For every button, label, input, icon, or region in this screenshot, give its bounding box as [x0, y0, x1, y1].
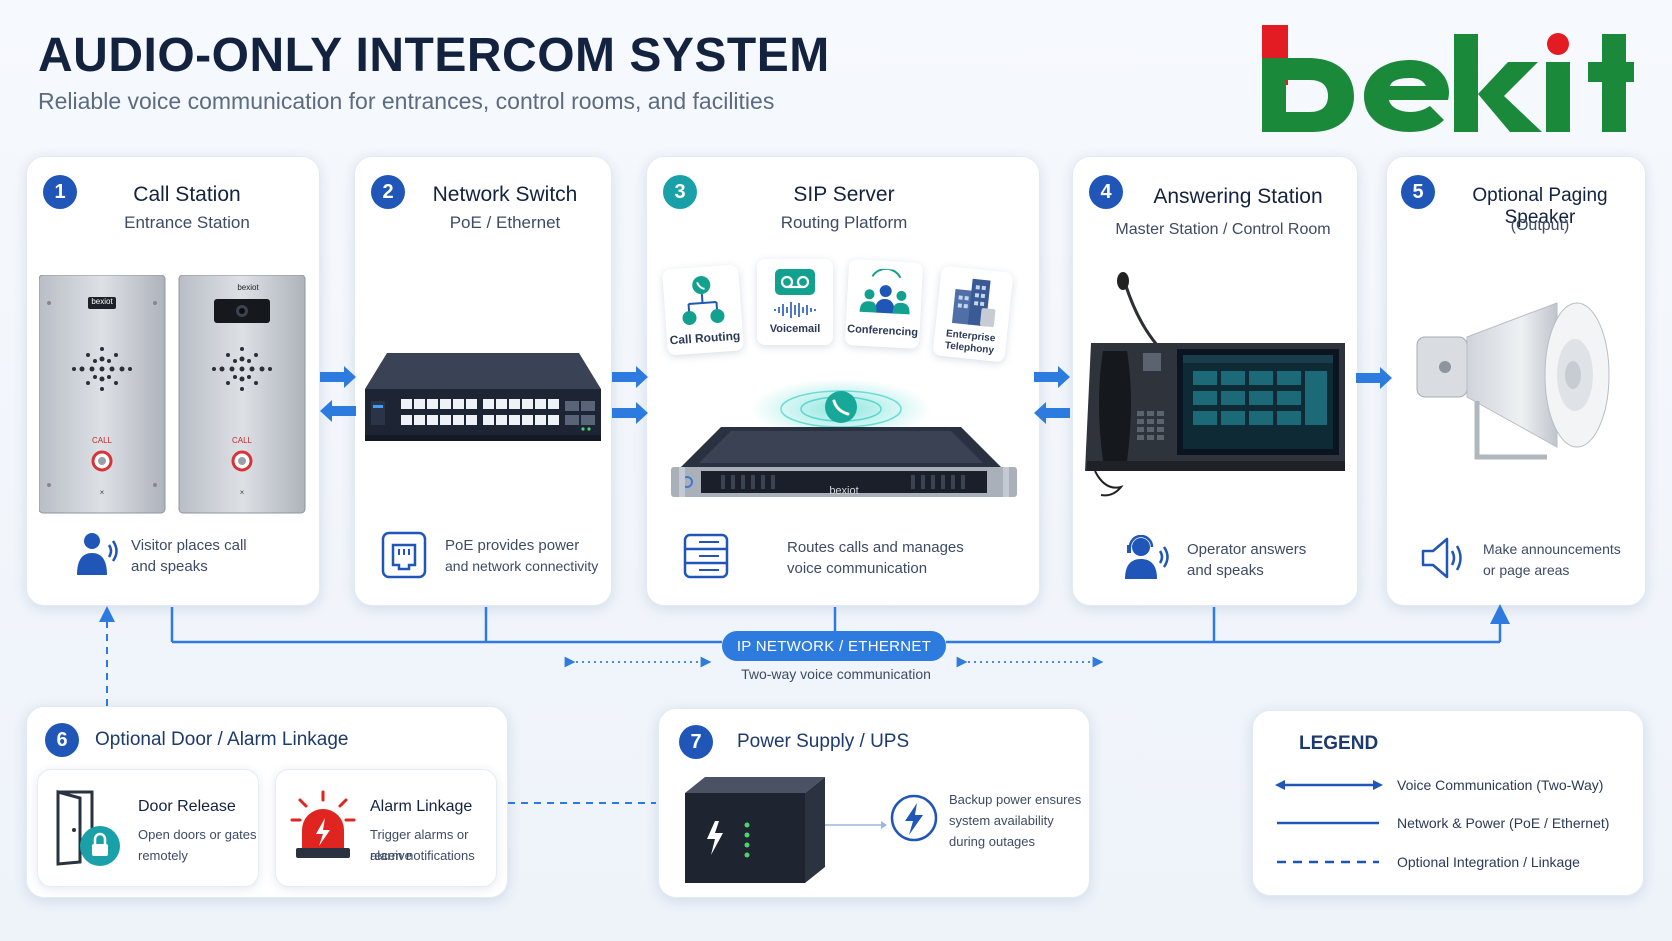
- card-title: Optional Door / Alarm Linkage: [95, 729, 349, 750]
- power-flow-arrow: [825, 821, 887, 829]
- card-door-alarm-linkage: 6 Optional Door / Alarm Linkage Door Rel…: [26, 706, 508, 898]
- alarm-siren-icon: [290, 790, 356, 858]
- master-station-device: [1085, 272, 1345, 497]
- step-badge: 6: [45, 723, 79, 757]
- alarm-linkage-title: Alarm Linkage: [370, 798, 473, 815]
- call-routing-icon: [682, 276, 725, 325]
- card-desc-line: PoE provides power: [445, 537, 580, 554]
- card-power-supply: 7 Power Supply / UPS Backup power ensure…: [658, 708, 1090, 898]
- card-subtitle: (Output): [1510, 217, 1570, 234]
- network-label: IP NETWORK / ETHERNET: [722, 631, 946, 661]
- building-icon: [951, 278, 996, 328]
- step-badge: 7: [679, 725, 713, 759]
- lightning-bolt-icon: [890, 794, 938, 842]
- call-station-panels: CALL × CALL ×: [39, 275, 306, 514]
- server-rack-icon: [683, 533, 729, 579]
- card-title: SIP Server: [793, 183, 895, 206]
- card-desc-line: and speaks: [131, 558, 208, 575]
- alarm-linkage-desc: alarm notifications: [370, 848, 475, 863]
- feature-voicemail: Voicemail: [757, 259, 833, 345]
- card-title: Power Supply / UPS: [737, 731, 910, 752]
- alarm-linkage-item: Alarm Linkage Trigger alarms or receive …: [275, 769, 497, 887]
- card-title: Optional Paging Speaker: [1472, 185, 1608, 228]
- legend-item-label: Network & Power (PoE / Ethernet): [1397, 815, 1610, 831]
- card-paging-speaker: 5 Optional Paging Speaker (Output) Make …: [1386, 156, 1646, 606]
- card-desc-line: Visitor places call: [131, 537, 247, 554]
- card-network-switch: 2 Network Switch PoE / Ethernet PoE prov…: [354, 156, 612, 606]
- panel-brand-label: bexiot: [237, 283, 259, 292]
- panel-brand-label: bexiot: [91, 297, 113, 306]
- card-sip-server: 3 SIP Server Routing Platform Call Routi…: [646, 156, 1040, 606]
- ethernet-port-icon: [381, 531, 427, 579]
- step-badge: 2: [371, 175, 405, 209]
- card-desc-line: and speaks: [1187, 562, 1264, 579]
- card-title: Answering Station: [1153, 185, 1323, 208]
- voicemail-icon: [774, 269, 816, 318]
- legend-panel: LEGEND Voice Communication (Two-Way) Net…: [1252, 710, 1644, 896]
- svg-text:×: ×: [100, 488, 105, 497]
- operator-headset-icon: [1125, 535, 1169, 579]
- card-subtitle: PoE / Ethernet: [449, 213, 561, 232]
- network-switch-device: [365, 353, 601, 441]
- legend-swatches: [1275, 780, 1383, 864]
- page-subtitle: Reliable voice communication for entranc…: [38, 88, 775, 114]
- server-brand-label: bexiot: [829, 485, 859, 497]
- bexiot-logo: [1262, 25, 1634, 132]
- alarm-linkage-desc: Trigger alarms or receive: [370, 827, 469, 863]
- conferencing-icon: [859, 267, 910, 315]
- card-answering-station: 4 Answering Station Master Station / Con…: [1072, 156, 1358, 606]
- card-call-station: 1 Call Station Entrance Station CALL: [26, 156, 320, 606]
- page-title: AUDIO-ONLY INTERCOM SYSTEM: [38, 29, 830, 82]
- card-desc-line: voice communication: [787, 560, 928, 577]
- door-lock-icon: [56, 790, 120, 866]
- step-badge: 3: [663, 175, 697, 209]
- power-desc-line: during outages: [949, 834, 1036, 849]
- card-desc-line: Make announcements: [1483, 541, 1621, 557]
- svg-text:CALL: CALL: [232, 436, 253, 445]
- step-badge: 4: [1089, 175, 1123, 209]
- legend-item-label: Optional Integration / Linkage: [1397, 854, 1580, 870]
- visitor-speaking-icon: [77, 533, 118, 575]
- sip-server-device: [671, 379, 1017, 497]
- card-subtitle: Routing Platform: [780, 213, 908, 232]
- horn-speaker-device: [1416, 302, 1610, 460]
- power-desc-line: Backup power ensures: [949, 792, 1082, 807]
- door-release-title: Door Release: [138, 798, 236, 815]
- legend-title: LEGEND: [1299, 733, 1379, 754]
- speaker-icon: [1421, 537, 1462, 579]
- network-sublabel: Two-way voice communication: [741, 666, 931, 682]
- feature-enterprise-telephony: Enterprise Telephony: [932, 265, 1014, 363]
- card-desc-line: or page areas: [1483, 562, 1570, 578]
- legend-item-label: Voice Communication (Two-Way): [1397, 777, 1604, 793]
- svg-text:CALL: CALL: [92, 436, 113, 445]
- door-release-item: Door Release Open doors or gates remotel…: [37, 769, 259, 887]
- step-badge: 1: [43, 175, 77, 209]
- step-badge: 5: [1401, 175, 1435, 209]
- card-subtitle: Master Station / Control Room: [1115, 221, 1331, 238]
- ups-device: [685, 777, 825, 883]
- card-desc-line: Routes calls and manages: [787, 539, 964, 556]
- power-desc-line: system availability: [949, 813, 1054, 828]
- svg-text:×: ×: [240, 488, 245, 497]
- door-release-desc: remotely: [138, 848, 188, 863]
- card-subtitle: Entrance Station: [124, 213, 250, 232]
- feature-call-routing: Call Routing: [662, 264, 744, 356]
- door-release-desc: Open doors or gates: [138, 827, 257, 842]
- card-desc-line: and network connectivity: [445, 558, 599, 574]
- card-desc-line: Operator answers: [1187, 541, 1307, 558]
- card-title: Network Switch: [432, 183, 578, 206]
- card-title: Call Station: [133, 183, 241, 206]
- feature-conferencing: Conferencing: [844, 259, 924, 349]
- feature-label: Voicemail: [769, 323, 821, 335]
